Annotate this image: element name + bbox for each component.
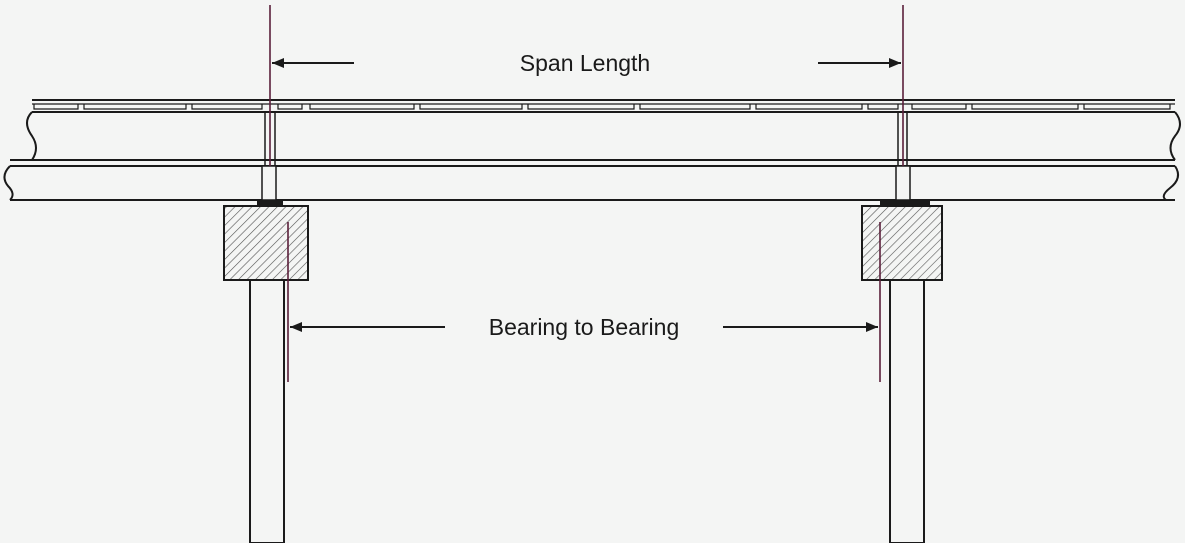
right-bearing-pad	[880, 200, 930, 206]
beam	[3, 111, 1181, 201]
bearing-reference-lines	[287, 222, 881, 382]
left-pier-cap	[223, 205, 309, 281]
span-length-dimension: Span Length	[272, 50, 901, 76]
left-pier-column	[249, 279, 285, 543]
bearing-to-bearing-dimension: Bearing to Bearing	[290, 314, 878, 340]
right-pier-column	[889, 279, 925, 543]
right-pier-cap	[861, 205, 943, 281]
left-bearing-pad	[257, 200, 283, 206]
left-bearing	[261, 165, 277, 201]
right-bearing	[895, 165, 911, 201]
right-support	[861, 165, 943, 543]
deck-panels	[33, 104, 1171, 110]
deck	[32, 99, 1175, 110]
bearing-to-bearing-label: Bearing to Bearing	[489, 314, 680, 340]
left-support	[223, 165, 309, 543]
span-reference-lines	[269, 5, 904, 166]
span-length-label: Span Length	[520, 50, 650, 76]
